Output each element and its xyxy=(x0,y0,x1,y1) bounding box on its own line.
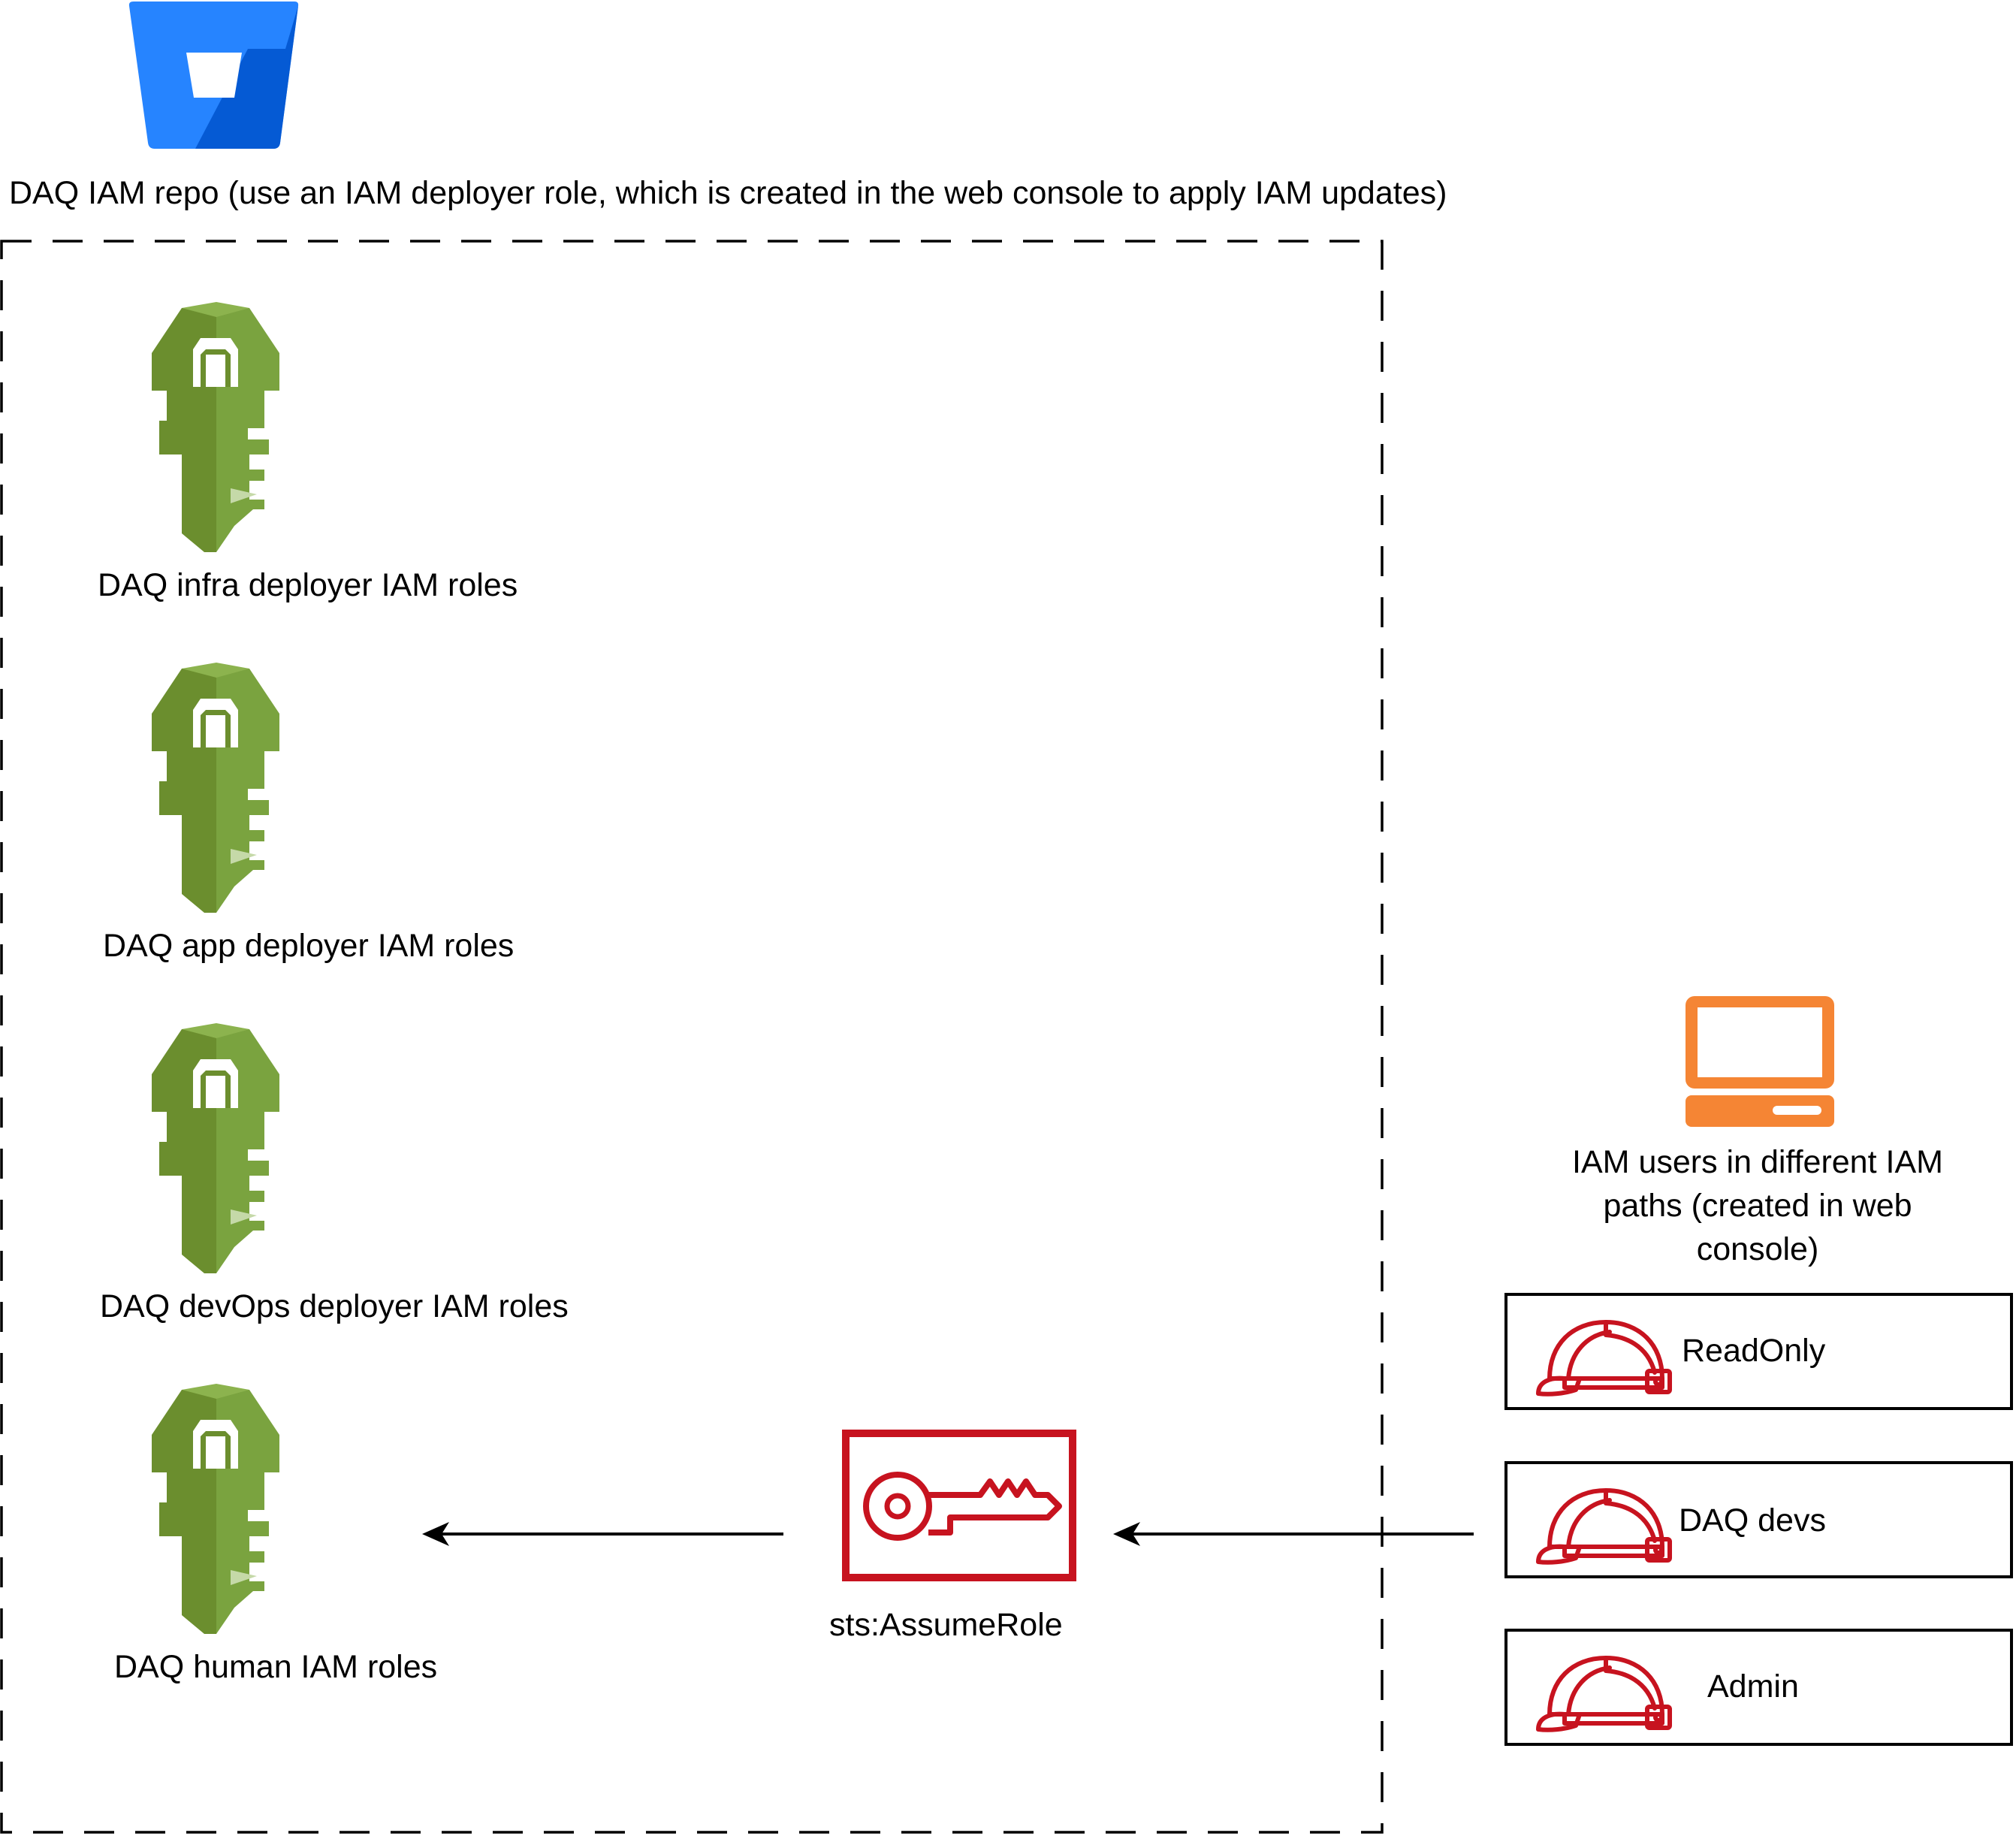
bitbucket-icon xyxy=(128,2,299,149)
iam-key-icon xyxy=(152,302,279,552)
iam-key-icon xyxy=(152,1023,279,1273)
role-label-app: DAQ app deployer IAM roles xyxy=(103,928,515,964)
iam-key-icon xyxy=(152,663,279,913)
user-group-admin[interactable]: Admin xyxy=(1504,1629,2013,1746)
user-group-daq-devs[interactable]: DAQ devs xyxy=(1504,1461,2013,1578)
sts-key-icon xyxy=(842,1430,1076,1581)
role-label-devops: DAQ devOps deployer IAM roles xyxy=(100,1288,569,1324)
user-group-label: ReadOnly xyxy=(1682,1333,1826,1369)
hard-hat-icon xyxy=(1535,1487,1677,1569)
users-caption: IAM users in different IAM paths (create… xyxy=(1525,1140,1990,1271)
user-group-label: Admin xyxy=(1707,1668,1799,1705)
users-caption-line: paths (created in web xyxy=(1603,1188,1912,1224)
client-laptop-icon xyxy=(1686,996,1834,1127)
iam-key-icon xyxy=(152,1384,279,1634)
user-group-label: DAQ devs xyxy=(1679,1502,1826,1539)
arrow-users-to-sts xyxy=(1113,1522,1474,1546)
repo-title: DAQ IAM repo (use an IAM deployer role, … xyxy=(9,175,1447,211)
hard-hat-icon xyxy=(1535,1318,1677,1401)
user-group-readonly[interactable]: ReadOnly xyxy=(1504,1293,2013,1410)
users-caption-line: IAM users in different IAM xyxy=(1572,1144,1943,1180)
sts-label: sts:AssumeRole xyxy=(829,1607,1063,1643)
role-label-infra: DAQ infra deployer IAM roles xyxy=(98,567,518,603)
role-label-human: DAQ human IAM roles xyxy=(114,1649,438,1685)
hard-hat-icon xyxy=(1535,1654,1677,1737)
users-caption-line: console) xyxy=(1696,1231,1819,1267)
arrow-sts-to-roles xyxy=(422,1522,783,1546)
